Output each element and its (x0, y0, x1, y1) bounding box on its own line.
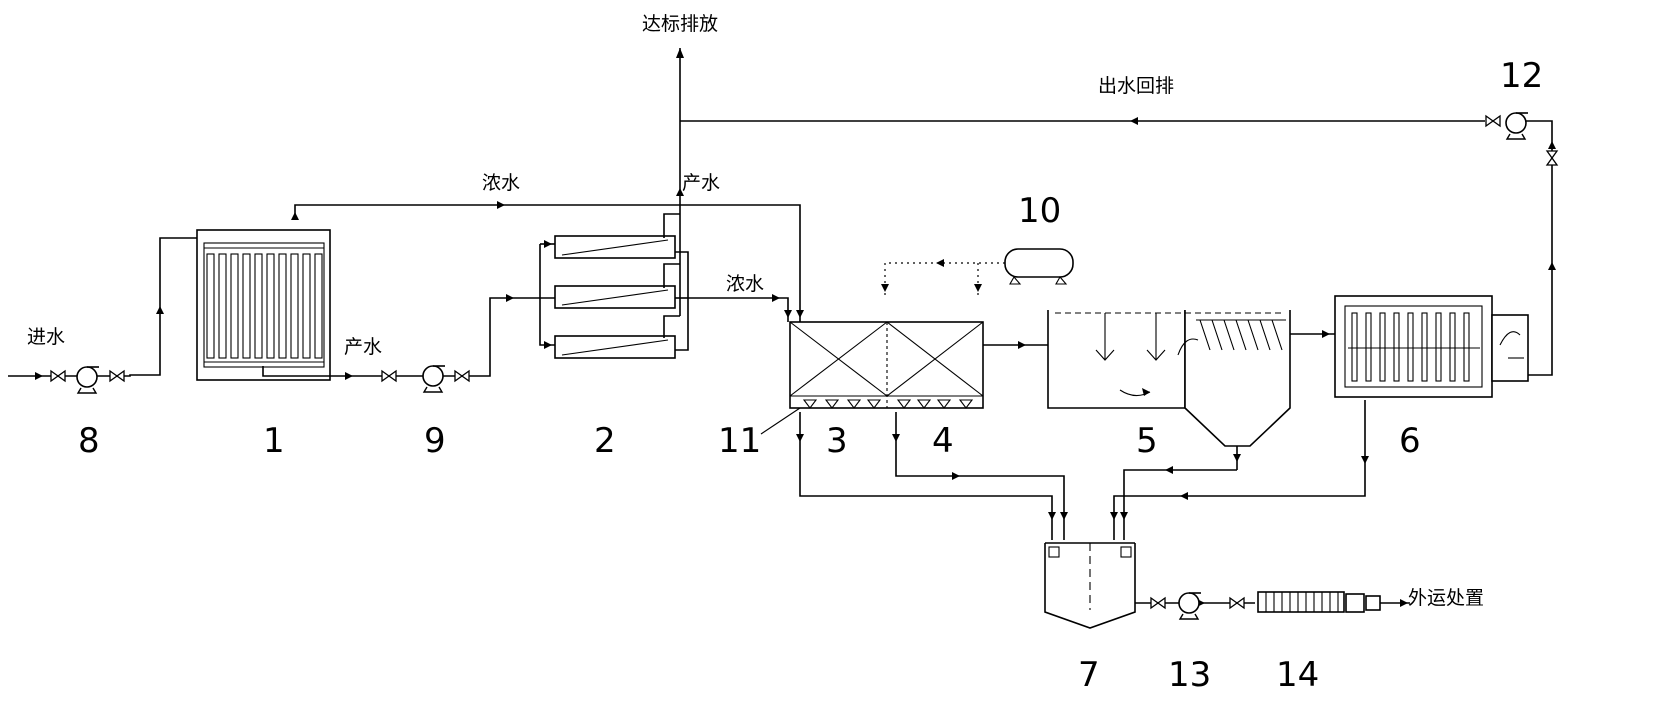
unit-2-concentrate-line (688, 294, 792, 322)
label-4: 4 (932, 421, 954, 461)
sludge-return-lines (796, 400, 1369, 540)
unit-1-product-line (262, 294, 525, 380)
offsite-disposal-label: 外运处置 (1408, 587, 1484, 609)
discharge-label: 达标排放 (642, 13, 718, 35)
unit-7-sludge-tank (1044, 542, 1136, 629)
concentrate-2-label: 浓水 (726, 273, 764, 295)
concentrate-1-label: 浓水 (482, 172, 520, 194)
product-water-1-label: 产水 (344, 336, 382, 358)
unit-2-product-line (676, 48, 684, 200)
label-6: 6 (1399, 421, 1421, 461)
label-14: 14 (1276, 655, 1319, 695)
valve-icon[interactable] (1546, 150, 1558, 166)
label-5: 5 (1136, 421, 1158, 461)
label-2: 2 (594, 421, 616, 461)
pump-8-icon[interactable] (76, 366, 100, 394)
unit-1-concentrate-line (291, 201, 804, 322)
label-10: 10 (1018, 191, 1061, 231)
effluent-return-line (680, 117, 1556, 376)
inlet-valve-icon[interactable] (50, 370, 66, 382)
settler-to-unit6-line (1290, 330, 1335, 338)
tank-to-settler-line (983, 341, 1048, 349)
pump-13-icon[interactable] (1178, 592, 1202, 620)
valve-icon[interactable] (109, 370, 125, 382)
unit-2-ro-modules (525, 200, 689, 359)
pump-12-icon[interactable] (1505, 112, 1529, 140)
valve-icon[interactable] (1485, 115, 1501, 127)
valve-icon[interactable] (1150, 597, 1166, 609)
effluent-return-label: 出水回排 (1098, 75, 1174, 97)
label-11: 11 (718, 421, 761, 461)
inlet-line (8, 237, 210, 380)
pump-9-icon[interactable] (422, 365, 446, 393)
label-3: 3 (826, 421, 848, 461)
valve-icon[interactable] (454, 370, 470, 382)
unit-6-membrane-tank (1334, 295, 1529, 398)
label-9: 9 (424, 421, 446, 461)
unit-3-4-tanks (760, 321, 984, 435)
label-7: 7 (1078, 655, 1100, 695)
inlet-label: 进水 (27, 326, 65, 348)
valve-icon[interactable] (381, 370, 397, 382)
label-1: 1 (263, 421, 285, 461)
label-8: 8 (78, 421, 100, 461)
unit-10-air-blower (881, 248, 1074, 296)
valve-icon[interactable] (1229, 597, 1245, 609)
label-12: 12 (1500, 56, 1543, 96)
product-water-2-label: 产水 (682, 172, 720, 194)
unit-1-membrane-module (196, 229, 331, 381)
label-13: 13 (1168, 655, 1211, 695)
unit-14-filter-press (1257, 591, 1410, 613)
unit-5-settler (1047, 310, 1291, 470)
